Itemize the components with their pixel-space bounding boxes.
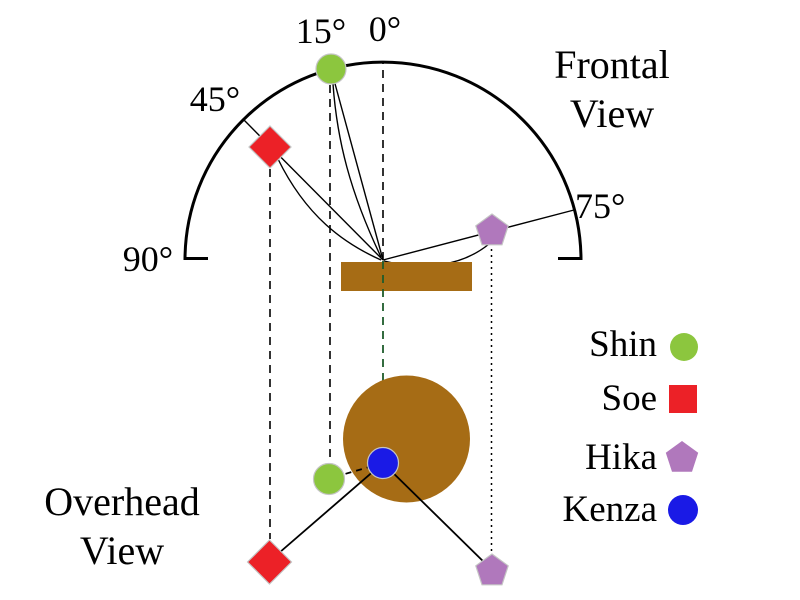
line-15deg (330, 68, 384, 261)
marker-shin-frontal (315, 53, 347, 85)
angle-label-45: 45° (189, 79, 241, 119)
legend-marker-hika-pentagon-icon (665, 441, 699, 472)
overhead-line-soe (271, 462, 384, 560)
overhead-head-circle (343, 375, 470, 503)
legend-label-hika: Hika (585, 437, 657, 478)
marker-soe-overhead (246, 539, 293, 585)
frontal-view-title: Frontal View (554, 42, 670, 136)
marker-kenza-overhead (366, 446, 400, 480)
legend-marker-kenza-circle-icon (668, 495, 698, 525)
legend-marker-soe-square-icon (669, 385, 697, 413)
marker-hika-frontal (475, 213, 509, 246)
curve-soe (277, 158, 382, 261)
angle-label-90: 90° (122, 239, 174, 279)
overhead-line-hika (382, 462, 491, 569)
overhead-view-title: Overhead View (44, 479, 200, 573)
angle-label-0: 0° (368, 9, 402, 49)
legend-label-shin: Shin (589, 324, 657, 365)
angle-label-15: 15° (295, 11, 347, 51)
angle-label-75: 75° (575, 186, 626, 226)
marker-soe-frontal (248, 125, 292, 169)
legend-label-soe: Soe (601, 378, 658, 419)
frontal-base-bar (341, 262, 472, 291)
legend-label-kenza: Kenza (562, 489, 658, 530)
curve-shin (332, 83, 382, 258)
legend-marker-shin-circle-icon (670, 333, 698, 361)
marker-hika-overhead (475, 553, 509, 586)
marker-shin-overhead (312, 462, 346, 496)
